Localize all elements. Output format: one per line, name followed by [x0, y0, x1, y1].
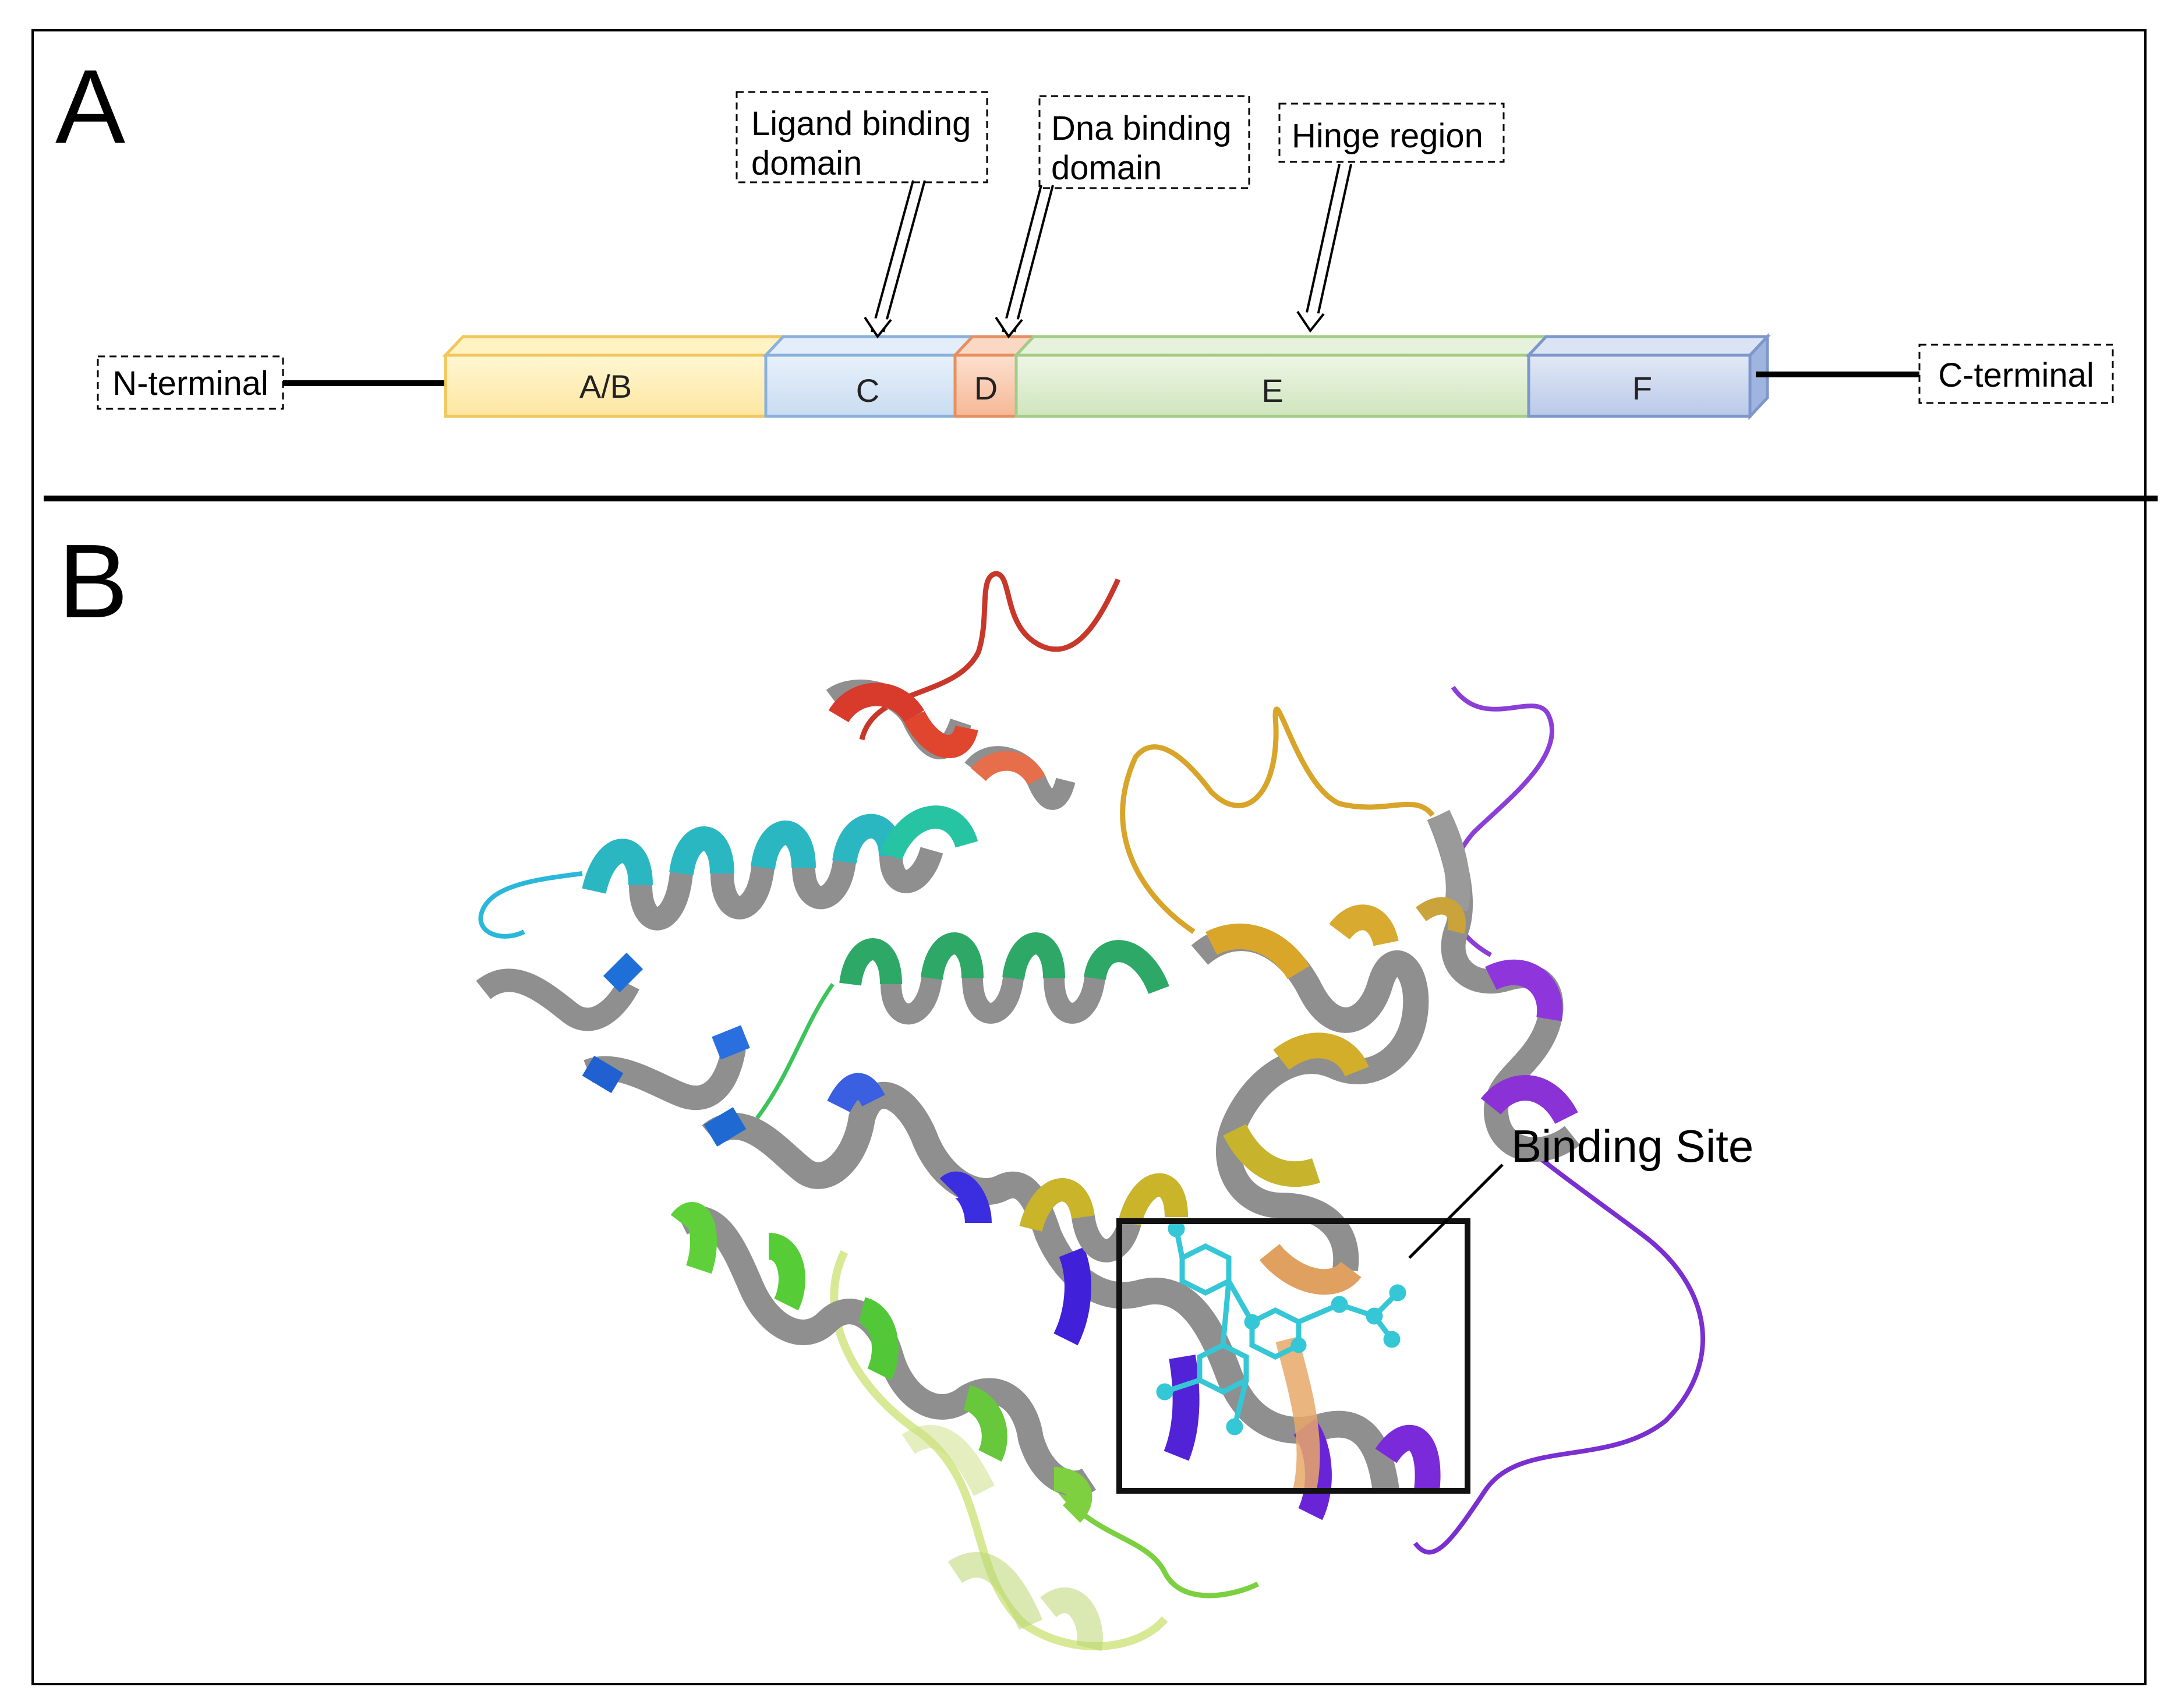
- ligand-molecule: [1156, 1220, 1406, 1435]
- domain-label-d: D: [974, 370, 998, 406]
- dna-binding-callout-box: [1038, 95, 1250, 189]
- helix-teal: [582, 805, 978, 931]
- domain-label-e: E: [1261, 372, 1283, 409]
- c-terminal-box: [1918, 344, 2114, 404]
- dna-binding-arrow: [995, 185, 1054, 339]
- dna-binding-callout-line2: domain: [1051, 149, 1162, 187]
- binding-site-label: Binding Site: [1511, 1120, 1753, 1172]
- ligand-binding-callout-line1: Ligand binding: [751, 105, 971, 143]
- hinge-region-callout-box: [1278, 102, 1505, 163]
- helix-blue-left: [476, 952, 750, 1111]
- domain-segment-e: E: [1013, 335, 1550, 418]
- domain-segment-c: C: [762, 335, 976, 418]
- figure-frame: [31, 29, 2147, 1685]
- ligand-binding-arrow: [864, 180, 926, 339]
- domain-label-ab: A/B: [579, 368, 632, 405]
- dna-binding-callout-line1: Dna binding: [1051, 109, 1232, 147]
- helix-gold: [1191, 904, 1429, 1494]
- helix-blue-purple: [702, 1073, 1441, 1520]
- domain-label-c: C: [856, 372, 879, 409]
- helix-green-middle: [839, 932, 1169, 1025]
- domain-label-f: F: [1632, 370, 1652, 406]
- binding-site-box: [1116, 1218, 1470, 1494]
- helix-green-lower: [670, 1202, 1097, 1523]
- green-lower-loop: [1058, 1489, 1260, 1599]
- helix-olive: [1019, 1173, 1188, 1263]
- n-terminal-label: N-terminal: [112, 365, 268, 402]
- panel-a-letter: A: [55, 48, 125, 165]
- hinge-region-arrow: [1296, 164, 1352, 333]
- ligand-binding-callout-line2: domain: [751, 144, 862, 182]
- helix-lime-faded: [901, 1425, 1103, 1652]
- helix-red: [826, 680, 1076, 810]
- protein-ribbon-structure: [476, 571, 1706, 1652]
- red-terminal-loop: [859, 571, 1121, 741]
- domain-segment-ab: A/B: [442, 335, 787, 418]
- binding-site-pointer: [1408, 1164, 1504, 1259]
- c-terminal-label: C-terminal: [1938, 356, 2094, 394]
- gold-loop: [1120, 706, 1435, 934]
- panel-b-letter: B: [58, 523, 128, 640]
- green-linker: [755, 982, 835, 1120]
- helix-violet-right: [1416, 809, 1581, 1162]
- hinge-region-callout-label: Hinge region: [1292, 117, 1483, 155]
- cyan-small-loop: [478, 871, 583, 939]
- domain-segment-f: F: [1525, 333, 1771, 420]
- ligand-binding-callout-box: [736, 91, 988, 183]
- violet-lower-loop: [1413, 1116, 1706, 1555]
